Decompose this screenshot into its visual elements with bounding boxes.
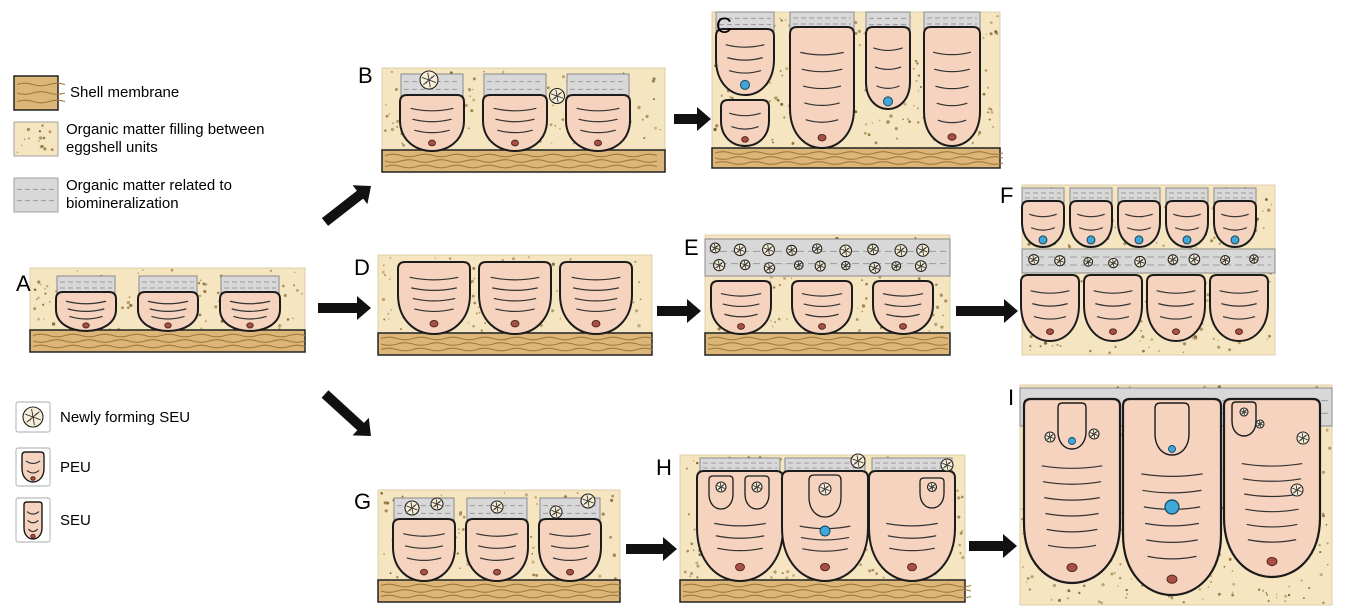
panel-label-g: G bbox=[354, 489, 372, 514]
panel-label-f: F bbox=[1000, 183, 1014, 208]
panel-A-art bbox=[29, 267, 306, 353]
legend-label-shell-membrane: Shell membrane bbox=[70, 84, 180, 101]
arrows-art bbox=[318, 107, 1018, 561]
legend-label-newly-forming-seu: Newly forming SEU bbox=[60, 409, 191, 426]
legend-label-peu: PEU bbox=[60, 459, 91, 476]
panel-E-art bbox=[704, 234, 951, 356]
panel-C-art bbox=[711, 11, 1004, 169]
panel-label-i: I bbox=[1008, 385, 1015, 410]
legend-label-organic-biomineralization: Organic matter related to biomineralizat… bbox=[66, 177, 232, 212]
panel-F-art bbox=[1020, 184, 1276, 356]
panel-I-art bbox=[1019, 384, 1333, 606]
legend-label-seu: SEU bbox=[60, 512, 91, 529]
panel-label-e: E bbox=[684, 235, 699, 260]
panel-label-d: D bbox=[354, 255, 370, 280]
panel-D-art bbox=[377, 254, 654, 356]
panel-label-b: B bbox=[358, 63, 373, 88]
panel-B-art bbox=[381, 67, 666, 173]
legend-label-organic-filling: Organic matter filling between eggshell … bbox=[66, 121, 265, 156]
panel-label-h: H bbox=[656, 455, 672, 480]
panel-G-art bbox=[377, 489, 622, 603]
legend-art bbox=[13, 75, 66, 543]
panel-H-art bbox=[679, 453, 972, 603]
panel-label-a: A bbox=[16, 271, 31, 296]
panel-label-c: C bbox=[716, 13, 732, 38]
